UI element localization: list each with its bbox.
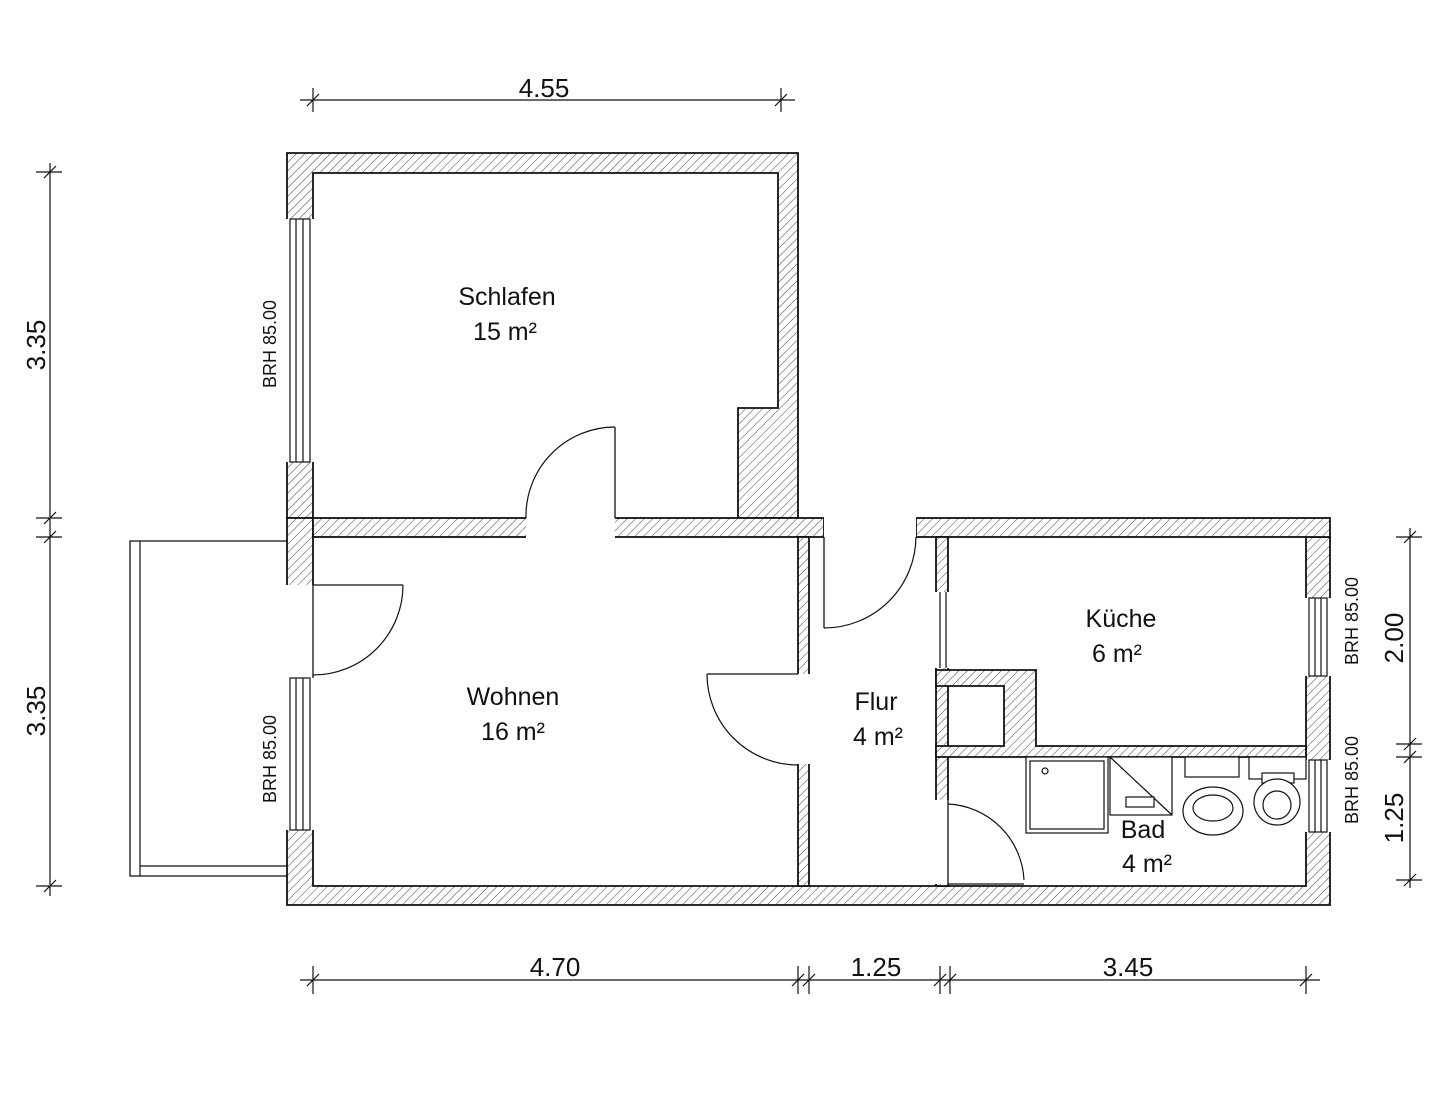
dim-bottom-right: 3.45 (1103, 952, 1154, 982)
room-name-wohnen: Wohnen (467, 683, 560, 711)
wall-right-top (915, 517, 1331, 538)
balcony (129, 540, 287, 877)
room-area-bad: 4 m² (1122, 850, 1172, 878)
toilet (1248, 756, 1307, 826)
wall-kueche-step (935, 669, 1307, 758)
dim-left-lower: 3.35 (21, 686, 51, 737)
window-kueche (1308, 597, 1328, 677)
room-name-flur: Flur (854, 688, 897, 716)
room-name-schlafen: Schlafen (458, 283, 555, 311)
room-area-kueche: 6 m² (1092, 640, 1142, 668)
door-schlafen (525, 426, 616, 519)
dim-right-lower: 1.25 (1379, 793, 1409, 844)
walls (286, 152, 1331, 906)
door-flur-entry (823, 536, 917, 629)
window-bad (1308, 759, 1328, 833)
door-flur-bad (947, 800, 1025, 885)
window-label-kueche: BRH 85.00 (1342, 577, 1362, 665)
room-area-schlafen: 15 m² (473, 318, 537, 346)
window-schlafen (289, 218, 311, 463)
sink (1182, 756, 1244, 836)
door-wohnen-terrace (312, 584, 404, 678)
window-wohnen (289, 677, 311, 831)
dim-top: 4.55 (519, 73, 570, 103)
room-area-wohnen: 16 m² (481, 718, 545, 746)
window-label-wohnen: BRH 85.00 (260, 715, 280, 803)
washing-machine (1109, 756, 1173, 816)
dim-right-upper: 2.00 (1379, 613, 1409, 664)
room-name-kueche: Küche (1086, 605, 1157, 633)
room-area-flur: 4 m² (853, 723, 903, 751)
dim-left-upper: 3.35 (21, 320, 51, 371)
shower (1025, 756, 1109, 834)
dim-bottom-left: 4.70 (530, 952, 581, 982)
door-wohnen-flur (706, 673, 799, 766)
wall-schlafen-outer (286, 152, 799, 519)
room-name-bad: Bad (1121, 816, 1165, 844)
door-flur-kueche (939, 592, 947, 668)
dimension-lines (36, 88, 1422, 994)
window-label-schlafen: BRH 85.00 (260, 300, 280, 388)
dim-bottom-mid: 1.25 (851, 952, 902, 982)
window-label-bad: BRH 85.00 (1342, 736, 1362, 824)
